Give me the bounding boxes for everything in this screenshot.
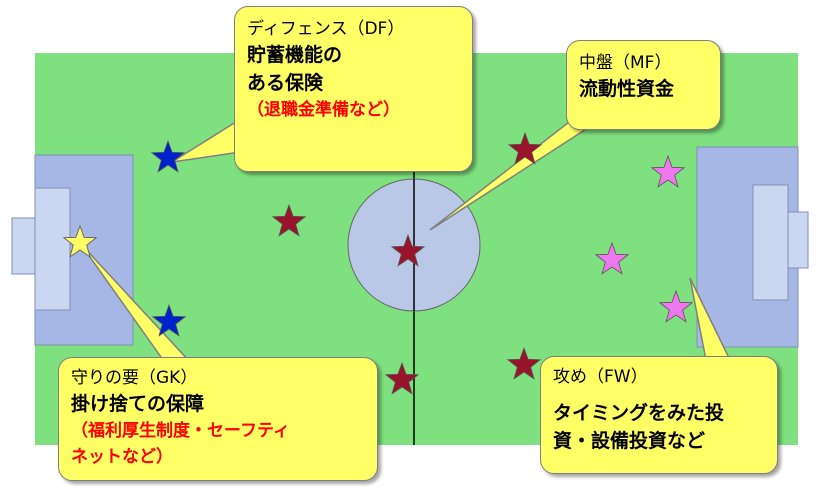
df-callout: ディフェンス（DF） 貯蓄機能の ある保険 （退職金準備など） (234, 6, 473, 172)
left-goal (11, 217, 36, 275)
fw-callout: 攻め（FW） タイミングをみた投 資・設備投資など (540, 356, 778, 474)
fw-heading: 攻め（FW） (553, 367, 648, 387)
df-note: （退職金準備など） (247, 100, 400, 120)
right-goal (787, 211, 809, 269)
gk-callout: 守りの要（GK） 掛け捨ての保障 （福利厚生制度・セーフティ ネットなど） (58, 357, 378, 481)
star-icon (594, 241, 630, 275)
right-goal-area (752, 184, 789, 301)
star-icon (390, 233, 426, 267)
gk-note1: （福利厚生制度・セーフティ (71, 421, 290, 441)
mf-callout: 中盤（MF） 流動性資金 (566, 40, 721, 130)
df-line1: 貯蓄機能の (247, 44, 343, 66)
star-icon (507, 131, 543, 165)
fw-line1: タイミングをみた投 (553, 402, 725, 424)
star-icon (151, 303, 187, 337)
gk-note2: ネットなど） (71, 447, 173, 467)
player-markers (62, 131, 694, 395)
mf-heading: 中盤（MF） (579, 53, 672, 73)
fw-line2: 資・設備投資など (553, 430, 706, 452)
gk-heading: 守りの要（GK） (71, 368, 198, 388)
star-icon (658, 289, 694, 323)
gk-line1: 掛け捨ての保障 (71, 393, 205, 415)
df-heading: ディフェンス（DF） (247, 19, 405, 39)
star-icon (650, 154, 686, 188)
star-icon (384, 361, 420, 395)
mf-line1: 流動性資金 (579, 78, 675, 100)
left-goal-area (34, 187, 71, 311)
star-icon (150, 139, 186, 173)
star-icon (506, 346, 542, 380)
star-icon (271, 203, 307, 237)
star-icon (62, 224, 98, 258)
df-line2: ある保険 (247, 72, 324, 94)
